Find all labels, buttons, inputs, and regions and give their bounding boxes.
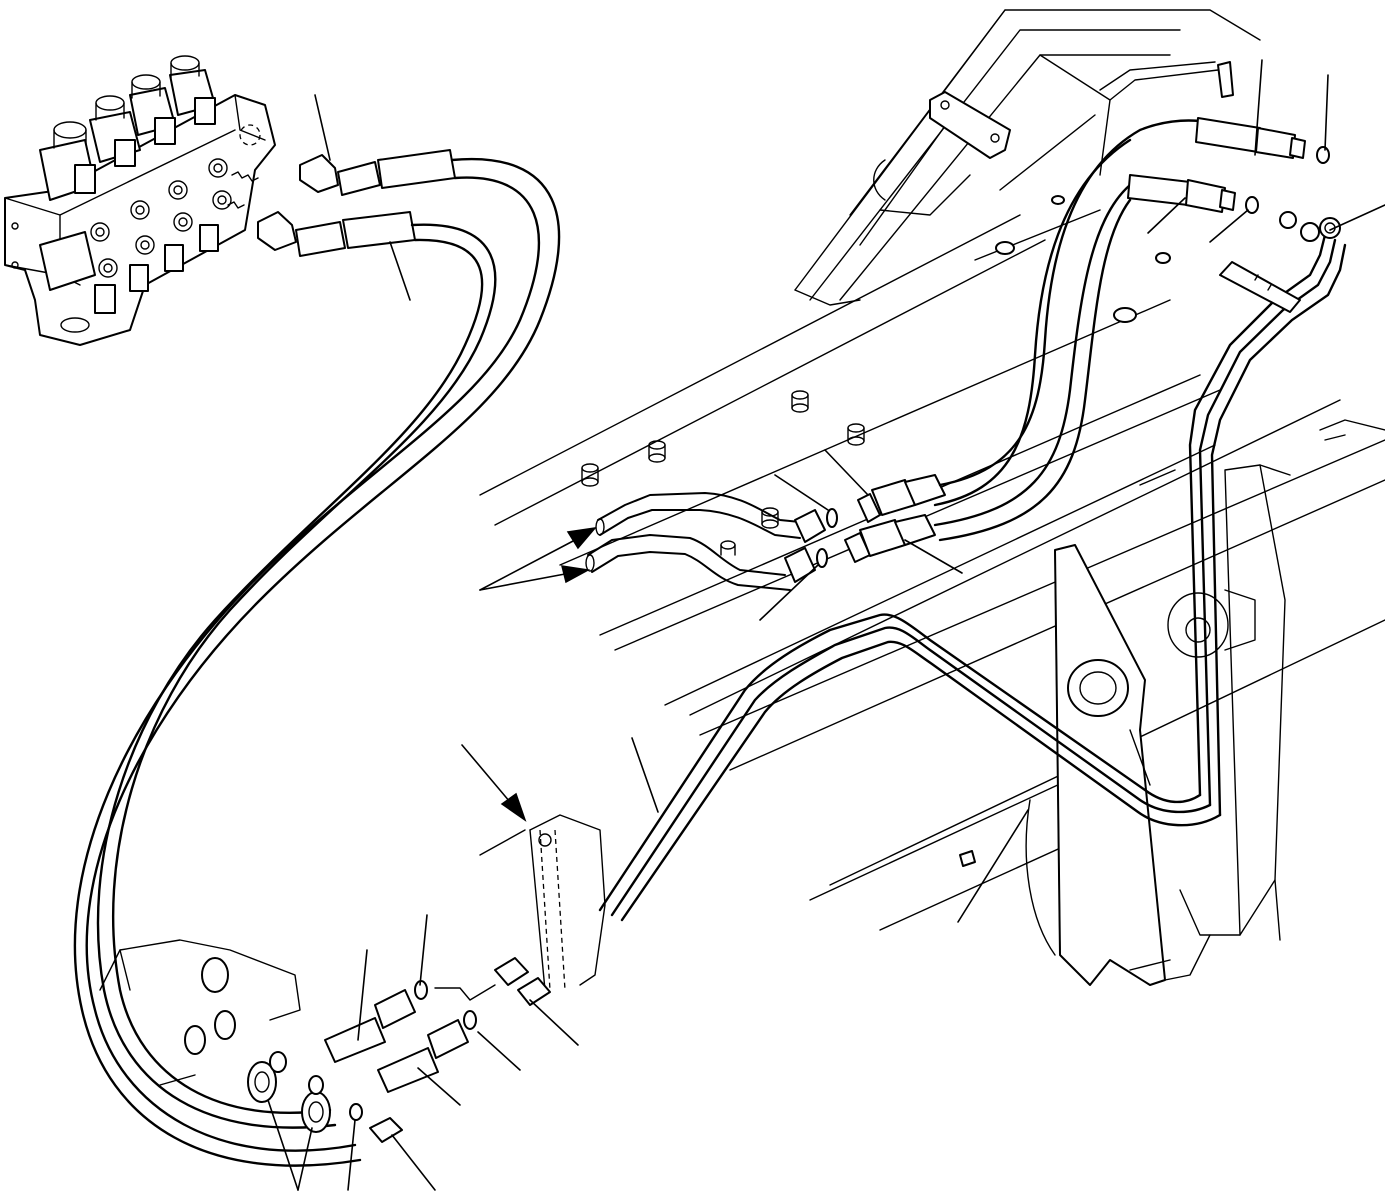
callout-leader-2 xyxy=(390,242,410,300)
callout-leader-4 xyxy=(1325,75,1328,150)
callout-leader-3 xyxy=(1255,60,1262,155)
hydraulic-hose-pair xyxy=(75,150,559,1166)
callout-leader-19b xyxy=(298,1128,312,1190)
callout-leader-5 xyxy=(1330,205,1385,230)
solenoid-valve-block xyxy=(5,56,275,345)
tube-bracket xyxy=(480,815,605,1005)
hydraulic-tube-run xyxy=(600,212,1345,920)
callout-leader-17 xyxy=(478,1032,520,1070)
callout-leader-1 xyxy=(315,95,330,160)
callout-leader-10 xyxy=(760,565,818,620)
callout-leader-16 xyxy=(530,1000,578,1045)
callout-leader-12 xyxy=(632,738,658,812)
callout-leader-20 xyxy=(348,1120,355,1190)
boom-frame xyxy=(480,10,1385,985)
callout-leader-19a xyxy=(268,1100,298,1190)
callout-leader-18 xyxy=(418,1068,460,1105)
callout-leader-14 xyxy=(420,915,427,985)
callout-leader-9 xyxy=(775,475,828,510)
callout-leader-6 xyxy=(1148,198,1185,233)
callout-leaders xyxy=(268,60,1385,1190)
callout-leader-21 xyxy=(392,1135,435,1190)
callout-leader-13 xyxy=(958,810,1028,922)
callout-leader-8 xyxy=(825,450,868,495)
callout-leader-11 xyxy=(905,540,962,573)
direction-arrows xyxy=(462,528,595,820)
callout-leader-15 xyxy=(358,950,367,1040)
lower-fittings xyxy=(435,985,495,1000)
center-hose-assembly xyxy=(586,62,1329,590)
callout-leader-7 xyxy=(1210,210,1248,242)
